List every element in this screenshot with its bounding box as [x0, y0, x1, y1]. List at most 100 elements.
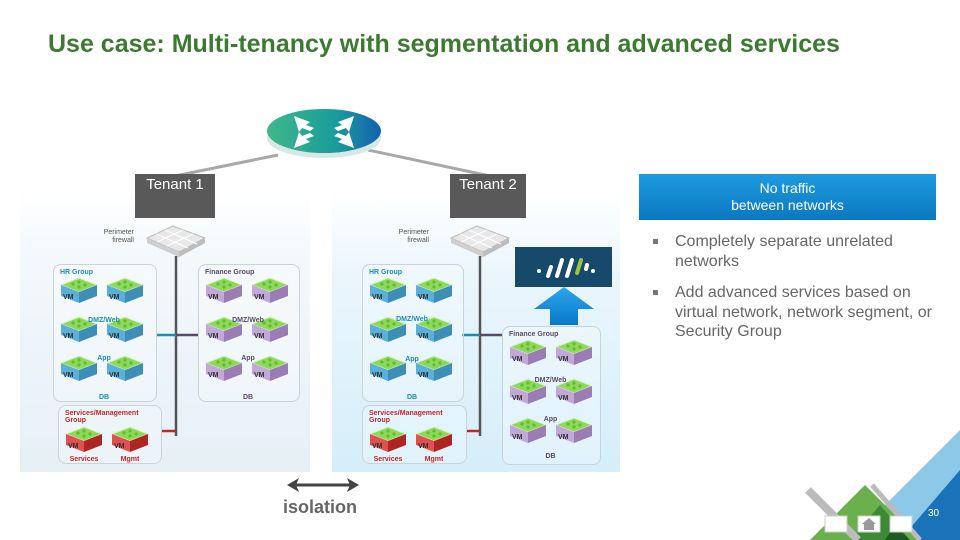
- svg-text:VM: VM: [254, 372, 265, 379]
- tier-label: Mgmt: [424, 456, 444, 463]
- tier-label: Services: [69, 456, 99, 463]
- svg-text:VM: VM: [558, 356, 569, 363]
- vm-icon: VM: [508, 377, 548, 405]
- callout-line-1: No traffic: [759, 180, 816, 196]
- svg-text:VM: VM: [418, 294, 429, 301]
- svg-text:VM: VM: [63, 294, 74, 301]
- vm-icon: VM: [554, 338, 594, 366]
- vm-icon: VM: [368, 425, 408, 453]
- callout-line-2: between networks: [731, 197, 844, 213]
- svg-text:VM: VM: [558, 395, 569, 402]
- svg-text:VM: VM: [512, 434, 523, 441]
- tier-label: App: [241, 355, 255, 362]
- tier-label: DMZ/Web: [88, 317, 120, 324]
- tier-label: DMZ/Web: [232, 317, 264, 324]
- vm-icon: VM: [59, 354, 99, 382]
- svg-text:VM: VM: [418, 333, 429, 340]
- vm-icon: VM: [414, 276, 454, 304]
- vm-icon: VM: [250, 276, 290, 304]
- svg-text:VM: VM: [109, 372, 120, 379]
- vm-icon: VM: [110, 425, 150, 453]
- firewall-icon: [145, 225, 207, 257]
- page-number: 30: [928, 508, 940, 519]
- tenant-2-firewall-label: Perimeter firewall: [398, 229, 429, 244]
- svg-text:VM: VM: [372, 294, 383, 301]
- svg-text:VM: VM: [208, 333, 219, 340]
- router-icon: [267, 109, 381, 158]
- bullet-text: Completely separate unrelated networks: [675, 233, 893, 270]
- slide-title: Use case: Multi-tenancy with segmentatio…: [48, 30, 840, 58]
- tenant-1-firewall-label: Perimeter firewall: [103, 229, 134, 244]
- tier-label: DMZ/Web: [396, 316, 428, 323]
- home-icon: [862, 518, 876, 530]
- vm-icon: VM: [250, 315, 290, 343]
- svg-text:VM: VM: [558, 434, 569, 441]
- vm-icon: VM: [554, 377, 594, 405]
- svg-text:VM: VM: [512, 356, 523, 363]
- bullet-item: Completely separate unrelated networks: [653, 232, 943, 271]
- group-label: Finance Group: [509, 331, 559, 338]
- svg-text:VM: VM: [418, 372, 429, 379]
- next-nav-button: [889, 515, 913, 533]
- vm-icon: VM: [204, 276, 244, 304]
- svg-text:VM: VM: [68, 443, 79, 450]
- vm-icon: VM: [368, 354, 408, 382]
- svg-text:VM: VM: [114, 443, 125, 450]
- vm-icon: VM: [250, 354, 290, 382]
- uplink-tenant-1: [174, 153, 279, 178]
- prev-nav-button: [824, 515, 848, 533]
- corner-decoration: [805, 430, 960, 540]
- svg-text:VM: VM: [254, 333, 265, 340]
- vm-icon: VM: [508, 338, 548, 366]
- no-traffic-callout: No traffic between networks: [639, 174, 936, 220]
- group-label: Finance Group: [205, 269, 255, 276]
- svg-text:VM: VM: [63, 372, 74, 379]
- firewall-icon: [449, 225, 511, 257]
- svg-text:VM: VM: [372, 443, 383, 450]
- bullet-item: Add advanced services based on virtual n…: [653, 283, 943, 342]
- tenant-1-tab: Tenant 1: [135, 174, 215, 218]
- vm-icon: VM: [105, 354, 145, 382]
- vm-icon: VM: [368, 276, 408, 304]
- group-label: Services/Management Group: [65, 410, 139, 424]
- vm-icon: VM: [204, 315, 244, 343]
- vm-icon: VM: [368, 315, 408, 343]
- up-arrow-icon: [534, 287, 594, 325]
- tenant-2-tab: Tenant 2: [450, 174, 526, 218]
- bullet-square-icon: [653, 290, 658, 295]
- bullet-square-icon: [653, 239, 658, 244]
- double-arrow-icon: [287, 478, 359, 492]
- svg-text:VM: VM: [208, 294, 219, 301]
- tier-label: App: [405, 356, 419, 363]
- svg-text:VM: VM: [109, 333, 120, 340]
- bullet-list: Completely separate unrelated networks A…: [653, 232, 943, 354]
- bullet-text: Add advanced services based on virtual n…: [675, 284, 932, 340]
- tier-label: DB: [242, 394, 254, 401]
- vm-icon: VM: [414, 425, 454, 453]
- vm-icon: VM: [59, 315, 99, 343]
- svg-text:VM: VM: [208, 372, 219, 379]
- svg-text:VM: VM: [372, 372, 383, 379]
- tier-label: Services: [373, 456, 403, 463]
- svg-text:VM: VM: [418, 443, 429, 450]
- group-label: HR Group: [369, 269, 403, 276]
- tier-label: DB: [545, 453, 556, 460]
- vm-icon: VM: [105, 276, 145, 304]
- group-label: HR Group: [60, 269, 94, 276]
- vm-icon: VM: [59, 276, 99, 304]
- vm-icon: VM: [204, 354, 244, 382]
- isolation-label: isolation: [282, 497, 357, 517]
- svg-text:VM: VM: [254, 294, 265, 301]
- tier-label: App: [543, 416, 558, 423]
- svg-text:VM: VM: [109, 294, 120, 301]
- vm-icon: VM: [105, 315, 145, 343]
- vm-icon: VM: [64, 425, 104, 453]
- vm-icon: VM: [508, 416, 548, 444]
- vm-icon: VM: [414, 315, 454, 343]
- tier-label: Mgmt: [120, 456, 140, 463]
- group-label: Services/Management Group: [369, 410, 443, 424]
- tier-label: App: [97, 355, 111, 362]
- tier-label: DMZ/Web: [534, 377, 567, 384]
- tier-label: DB: [98, 394, 110, 401]
- svg-text:VM: VM: [63, 333, 74, 340]
